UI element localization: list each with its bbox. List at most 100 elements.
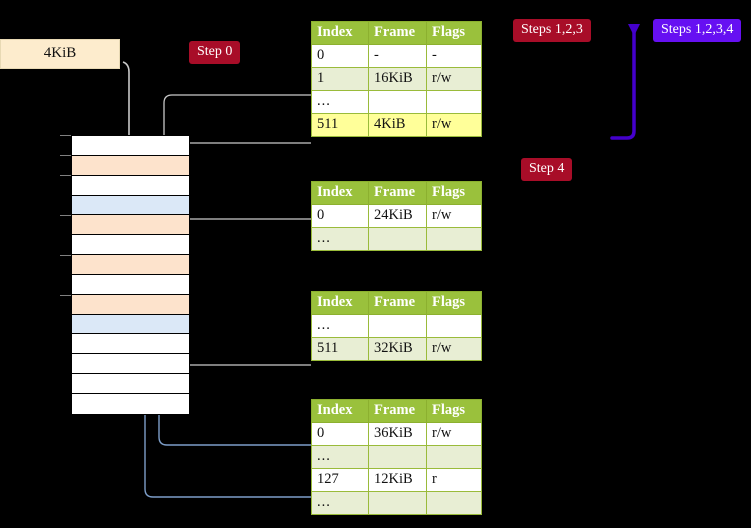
cell-frm — [368, 445, 427, 469]
cell-flg — [426, 227, 482, 251]
cell-idx: 127 — [311, 468, 369, 492]
mem-tick — [60, 215, 71, 216]
memory-frame-row — [72, 255, 189, 275]
column-header-index: Index — [311, 181, 369, 205]
cell-frm: 4KiB — [368, 113, 427, 137]
mem-tick — [60, 175, 71, 176]
memory-frame-row — [72, 175, 189, 196]
cell-idx: ... — [311, 90, 369, 114]
cell-frm: 16KiB — [368, 67, 427, 91]
column-header-frame: Frame — [368, 21, 427, 45]
table-row[interactable]: ... — [311, 445, 482, 469]
cell-idx: 511 — [311, 113, 369, 137]
badge-steps-1234: Steps 1,2,3,4 — [653, 19, 742, 42]
mem-tick — [60, 135, 71, 136]
cell-idx: 511 — [311, 337, 369, 361]
memory-frame-row — [72, 155, 189, 176]
cell-flg: r/w — [426, 67, 482, 91]
table-row[interactable]: ... — [311, 314, 482, 338]
cell-flg — [426, 491, 482, 515]
cell-frm — [368, 90, 427, 114]
physical-memory-column — [71, 135, 190, 415]
table-row[interactable]: 0-- — [311, 44, 482, 68]
table-row[interactable]: ... — [311, 491, 482, 515]
mem-tick — [60, 155, 71, 156]
table-row[interactable]: ... — [311, 227, 482, 251]
column-header-index: Index — [311, 291, 369, 315]
cell-frm: 32KiB — [368, 337, 427, 361]
column-header-flags: Flags — [426, 399, 482, 423]
memory-frame-row — [72, 215, 189, 236]
cell-idx: 0 — [311, 204, 369, 228]
memory-frame-row — [72, 374, 189, 394]
mem-tick — [60, 255, 71, 256]
steps-loop-arrow — [610, 24, 640, 140]
cell-flg: r/w — [426, 337, 482, 361]
cell-frm — [368, 314, 427, 338]
memory-frame-row — [72, 314, 189, 335]
cell-flg: r/w — [426, 113, 482, 137]
column-header-frame: Frame — [368, 291, 427, 315]
memory-frame-row — [72, 195, 189, 216]
column-header-frame: Frame — [368, 181, 427, 205]
cell-idx: 1 — [311, 67, 369, 91]
cell-idx: ... — [311, 445, 369, 469]
cell-flg — [426, 90, 482, 114]
memory-frame-row — [72, 393, 189, 414]
cell-flg: r — [426, 468, 482, 492]
column-header-flags: Flags — [426, 181, 482, 205]
cell-flg: r/w — [426, 204, 482, 228]
column-header-flags: Flags — [426, 21, 482, 45]
ellipsis: ... — [317, 317, 331, 333]
cell-idx: ... — [311, 314, 369, 338]
memory-frame-row — [72, 235, 189, 256]
ellipsis: ... — [317, 230, 331, 246]
memory-frame-row — [72, 334, 189, 355]
cell-frm — [368, 227, 427, 251]
column-header-index: Index — [311, 21, 369, 45]
memory-frame-row — [72, 136, 189, 156]
column-header-frame: Frame — [368, 399, 427, 423]
cell-frm: 12KiB — [368, 468, 427, 492]
cell-frm — [368, 491, 427, 515]
badge-step-0: Step 0 — [189, 41, 241, 64]
cell-frm: 24KiB — [368, 204, 427, 228]
cell-idx: ... — [311, 491, 369, 515]
ellipsis: ... — [317, 448, 331, 464]
badge-step-4: Step 4 — [521, 158, 573, 181]
mem-tick — [60, 295, 71, 296]
cell-frm: 36KiB — [368, 422, 427, 446]
cell-flg: r/w — [426, 422, 482, 446]
memory-frame-row — [72, 294, 189, 315]
cell-idx: 0 — [311, 422, 369, 446]
column-header-index: Index — [311, 399, 369, 423]
table-row[interactable]: ... — [311, 90, 482, 114]
badge-steps-123: Steps 1,2,3 — [513, 19, 591, 42]
memory-frame-row — [72, 274, 189, 295]
cell-flg — [426, 445, 482, 469]
cell-flg — [426, 314, 482, 338]
cell-frm: - — [368, 44, 427, 68]
column-header-flags: Flags — [426, 291, 482, 315]
memory-frame-row — [72, 354, 189, 375]
ellipsis: ... — [317, 93, 331, 109]
ellipsis: ... — [317, 494, 331, 510]
cell-idx: ... — [311, 227, 369, 251]
cell-flg: - — [426, 44, 482, 68]
cell-idx: 0 — [311, 44, 369, 68]
